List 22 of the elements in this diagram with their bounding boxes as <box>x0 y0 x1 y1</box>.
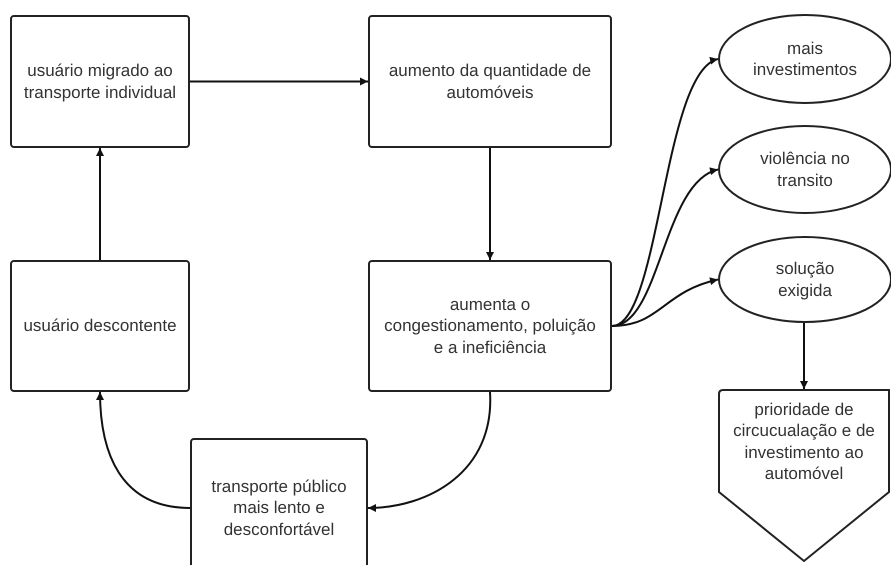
process-box <box>10 260 190 392</box>
node-label: transporte público mais lento e desconfortável <box>210 476 348 540</box>
node-label: prioridade de circucualação e de investimento ao automóvel <box>732 399 876 484</box>
process-box <box>368 260 612 392</box>
arrow <box>486 148 494 260</box>
process-box <box>10 15 190 148</box>
arrow <box>612 278 718 327</box>
process-box <box>190 438 368 565</box>
arrow <box>368 392 491 512</box>
arrow <box>96 148 104 260</box>
node-label: usuário migrado ao transporte individual <box>22 60 178 103</box>
node-label: aumenta o congestionamento, poluição e a ineficiência <box>383 294 597 358</box>
node-label: mais investimentos <box>752 38 858 80</box>
node-label: solução exigida <box>774 258 836 301</box>
node-label: aumento da quantidade de automóveis <box>388 60 592 103</box>
process-box <box>368 15 612 148</box>
arrow <box>190 78 368 86</box>
arrow <box>800 323 808 389</box>
arrow <box>612 58 719 327</box>
node-label: usuário descontente <box>23 315 177 337</box>
node-label: violência no transito <box>759 148 851 191</box>
arrow <box>96 392 190 509</box>
